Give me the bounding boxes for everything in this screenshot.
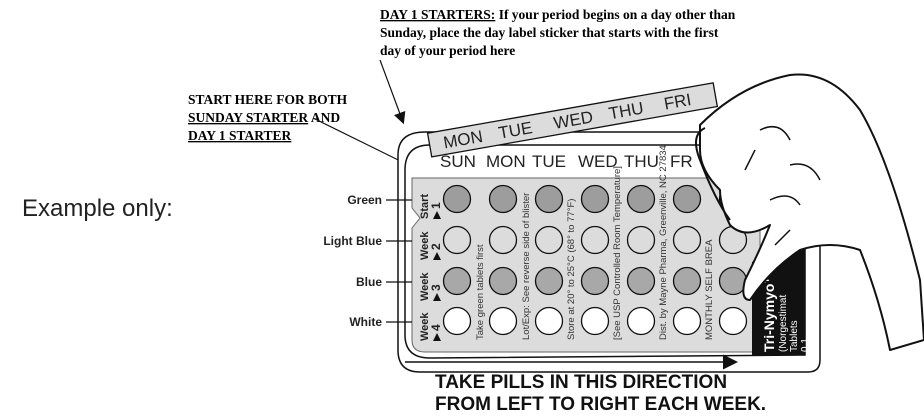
pill-blister[interactable] [672,266,702,296]
card-text-5: MONTHLY SELF BREA [704,239,715,340]
pill-blister[interactable] [672,306,702,336]
day1-heading: DAY 1 STARTERS: [380,7,495,22]
start-line1: START HERE FOR BOTH [188,92,348,107]
day1-starters-note: DAY 1 STARTERS: If your period begins on… [380,7,739,58]
direction-line2: FROM LEFT TO RIGHT EACH WEEK. [435,394,766,415]
pill-blister[interactable] [718,306,748,336]
pill-blister[interactable] [488,225,518,255]
pill-blister[interactable] [626,306,656,336]
direction-line1: TAKE PILLS IN THIS DIRECTION [435,372,727,393]
week-number: 1 [429,202,443,209]
hand-illustration [695,73,924,351]
product-line2: (Norgestimat [778,295,789,352]
pill-blister[interactable] [488,306,518,336]
row-color-label: Blue [356,275,382,289]
pill-blister[interactable] [534,306,564,336]
day1-line3: day of your period here [380,43,515,58]
card-day-0: SUN [440,152,476,171]
pill-blister[interactable] [580,266,610,296]
product-name: Tri-Nymyo™ [761,270,777,352]
pill-blister[interactable] [488,184,518,214]
sticker-day-4: FRI [662,90,692,113]
card-day-2: TUE [532,152,566,171]
pill-blister[interactable] [626,225,656,255]
pill-blister[interactable] [488,266,518,296]
card-text-2: Store at 20° to 25°C (68° to 77°F) [566,199,577,340]
week-triangle-icon [433,211,441,219]
pill-blister[interactable] [534,225,564,255]
card-text-3: [See USP Controlled Room Temperature] [612,166,623,340]
product-label: Tri-Nymyo™ (Norgestimat Tablets 0.1 [761,270,811,352]
card-text-4: Dist. by Mayne Pharma, Greenville, NC 27… [658,145,669,340]
card-text-1: Lot/Exp: See reverse side of blister [521,193,532,340]
card-day-3: WED [578,152,618,171]
pill-blister[interactable] [626,266,656,296]
pill-blister[interactable] [580,184,610,214]
pill-blister[interactable] [672,184,702,214]
pill-blister[interactable] [442,225,472,255]
product-line4: 0.1 [800,338,811,352]
start-line2b: AND [308,110,340,125]
row-color-label: Light Blue [323,234,382,248]
card-text-0: Take green tablets first [475,244,486,340]
pill-blister[interactable] [626,184,656,214]
day1-line2: Sunday, place the day label sticker that… [380,25,719,40]
example-label: Example only: [22,195,173,222]
pill-blister[interactable] [534,266,564,296]
row-color-label: White [349,315,382,329]
pill-blister[interactable] [442,306,472,336]
pill-blister[interactable] [580,225,610,255]
week-label-text: Start [419,194,431,219]
day1-arrow [379,59,406,125]
day1-line1: If your period begins on a day other tha… [495,7,735,22]
card-printed-texts: Take green tablets first Lot/Exp: See rev… [475,145,715,340]
start-line2a: SUNDAY STARTER [188,110,308,125]
pill-blister[interactable] [580,306,610,336]
card-day-headers: SUN MON TUE WED THU FR [440,152,693,171]
week-label-text: Week [419,312,431,341]
card-day-4: THU [624,152,659,171]
card-day-1: MON [486,152,526,171]
week-triangle-icon [433,293,441,301]
pill-blister[interactable] [442,266,472,296]
week-triangle-icon [433,333,441,341]
pill-blister[interactable] [672,225,702,255]
week-number: 3 [429,284,443,291]
week-triangle-icon [433,252,441,260]
start-here-note: START HERE FOR BOTH SUNDAY STARTER AND D… [188,92,351,143]
week-label-text: Week [419,231,431,260]
start-line3: DAY 1 STARTER [188,128,292,143]
week-label-text: Week [419,272,431,301]
product-line3: Tablets [789,320,800,352]
card-day-5: FR [670,152,693,171]
week-number: 4 [429,324,443,331]
row-color-label: Green [347,193,382,207]
pill-blister[interactable] [534,184,564,214]
pill-blister[interactable] [442,184,472,214]
week-number: 2 [429,243,443,250]
